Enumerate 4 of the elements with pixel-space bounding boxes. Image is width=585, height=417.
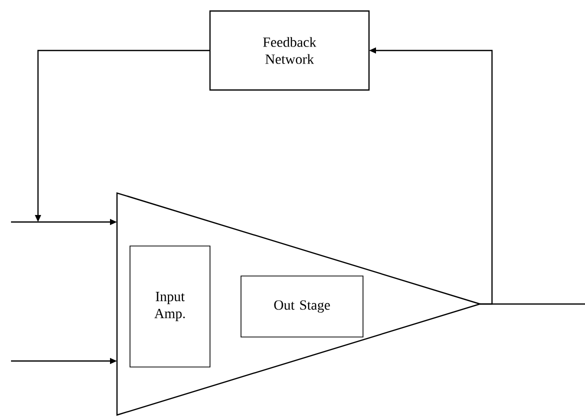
- out-stage-box: Out Stage: [240, 276, 364, 338]
- output-line: [480, 303, 585, 305]
- input-amp-box: Input Amp.: [130, 246, 210, 368]
- feedback-box: Feedback Network: [209, 10, 370, 91]
